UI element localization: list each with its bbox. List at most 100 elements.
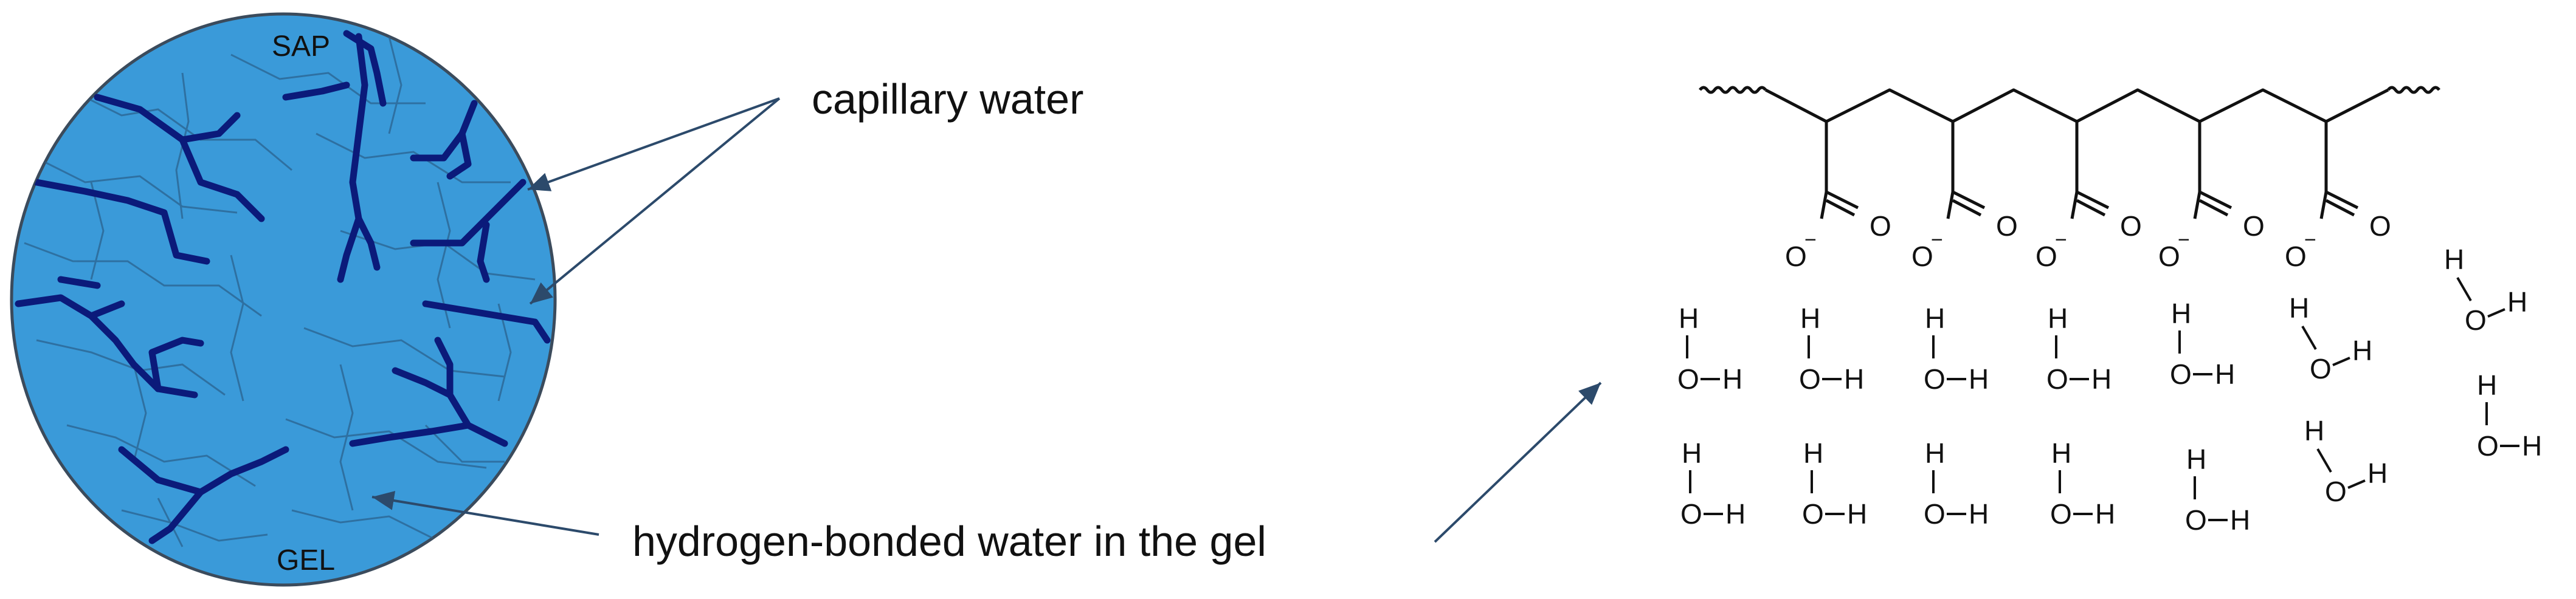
water-oxygen: O bbox=[1924, 363, 1946, 395]
water-hydrogen: H bbox=[2048, 303, 2068, 334]
capillary-channel bbox=[33, 179, 210, 265]
water-oxygen: O bbox=[2046, 363, 2068, 395]
hydrogen-bond-arrow bbox=[371, 491, 599, 536]
water-hydrogen: H bbox=[2352, 335, 2372, 366]
water-hydrogen: H bbox=[1847, 498, 1867, 530]
capillary-channel bbox=[282, 81, 350, 101]
sap-particle: SAP GEL bbox=[10, 12, 557, 587]
carboxylate-atoms: O O − O O − O O − O O − O O − bbox=[1785, 210, 2391, 272]
water-oxygen: O bbox=[2465, 304, 2487, 336]
water-hydrogen: H bbox=[2289, 292, 2309, 324]
water-oxygen: O bbox=[2050, 498, 2072, 530]
capillary-channel bbox=[355, 215, 381, 271]
water-oxygen: O bbox=[1924, 498, 1946, 530]
water-hydrogen: H bbox=[1800, 303, 1820, 334]
water-hydrogen: H bbox=[2215, 358, 2235, 390]
water-hydrogen: H bbox=[2477, 369, 2497, 401]
capillary-channel bbox=[118, 446, 289, 496]
water-hydrogen: H bbox=[1925, 437, 1945, 469]
o-h-bond bbox=[2301, 325, 2317, 351]
carbonyl-oxygen: O bbox=[2369, 210, 2391, 242]
water-hydrogen: H bbox=[2367, 457, 2388, 489]
hydrogen-bonded-water-label: hydrogen-bonded water in the gel bbox=[632, 518, 1266, 565]
capillary-channel bbox=[446, 130, 472, 180]
sap-sphere bbox=[10, 12, 557, 587]
o-h-bond bbox=[2456, 276, 2472, 302]
water-hydrogen: H bbox=[1682, 437, 1702, 469]
water-oxygen: O bbox=[1799, 363, 1821, 395]
water-hydrogen: H bbox=[1722, 363, 1742, 395]
water-oxygen: O bbox=[2325, 476, 2347, 507]
o-h-bond bbox=[2347, 479, 2366, 489]
water-oxygen: O bbox=[2477, 430, 2499, 462]
water-hydrogen: H bbox=[1969, 363, 1989, 395]
water-hydrogen: H bbox=[2091, 363, 2112, 395]
o-h-bond bbox=[2487, 308, 2505, 318]
capillary-channel bbox=[88, 300, 125, 320]
capillary-channel bbox=[434, 337, 454, 399]
negative-charge: − bbox=[2304, 228, 2316, 252]
carboxylate-group bbox=[1820, 122, 1859, 219]
carbonyl-oxygen: O bbox=[2243, 210, 2265, 242]
polymer-backbone bbox=[1764, 88, 2389, 123]
chain-wavy-end-left bbox=[1699, 86, 1767, 94]
water-oxygen: O bbox=[1677, 363, 1699, 395]
water-hydrogen: H bbox=[1969, 498, 1989, 530]
water-hydrogen: H bbox=[1803, 437, 1823, 469]
negative-charge: − bbox=[1931, 228, 1943, 252]
capillary-arrow-lower bbox=[529, 97, 781, 305]
capillary-channel bbox=[422, 300, 551, 344]
carbonyl-oxygen: O bbox=[1996, 210, 2018, 242]
gel-label: GEL bbox=[277, 544, 335, 577]
chain-wavy-end-right bbox=[2387, 86, 2440, 94]
water-hydrogen: H bbox=[2095, 498, 2115, 530]
capillary-channel bbox=[148, 488, 204, 544]
carboxylate-groups bbox=[1820, 122, 2359, 219]
water-hydrogen: H bbox=[1844, 363, 1864, 395]
water-hydrogen: H bbox=[1725, 498, 1746, 530]
capillary-channel bbox=[410, 100, 478, 162]
carboxylate-group bbox=[2070, 122, 2110, 219]
water-hydrogen: H bbox=[2171, 298, 2191, 329]
water-hydrogen: H bbox=[2507, 286, 2527, 318]
o-h-bond bbox=[2316, 448, 2332, 473]
carboxylate-group bbox=[2319, 122, 2359, 219]
molecular-zoom-arrow bbox=[1434, 382, 1602, 543]
water-hydrogen: H bbox=[1925, 303, 1945, 334]
water-oxygen: O bbox=[2310, 353, 2332, 385]
anionic-oxygen: O bbox=[2158, 241, 2180, 272]
capillary-arrow-upper bbox=[527, 97, 780, 191]
capillary-channel bbox=[179, 112, 241, 143]
negative-charge: − bbox=[1804, 228, 1817, 252]
anionic-oxygen: O bbox=[1911, 241, 1933, 272]
water-oxygen: O bbox=[2185, 504, 2207, 536]
water-oxygen: O bbox=[1802, 498, 1824, 530]
capillary-channel bbox=[337, 33, 368, 283]
o-h-bond bbox=[2332, 357, 2350, 366]
water-oxygen: O bbox=[2170, 358, 2192, 390]
anionic-oxygen: O bbox=[1785, 241, 1807, 272]
capillary-channel bbox=[477, 221, 490, 283]
water-hydrogen: H bbox=[2230, 504, 2250, 536]
carboxylate-group bbox=[2193, 122, 2232, 219]
capillary-channel bbox=[57, 276, 101, 289]
negative-charge: − bbox=[2055, 228, 2067, 252]
water-hydrogen: H bbox=[2444, 244, 2464, 275]
water-oxygen: O bbox=[1680, 498, 1702, 530]
capillary-channel bbox=[148, 337, 204, 392]
water-hydrogen: H bbox=[1679, 303, 1699, 334]
capillary-channel bbox=[410, 179, 527, 247]
capillary-channel bbox=[94, 94, 265, 222]
capillary-channels bbox=[15, 30, 551, 544]
capillary-channel bbox=[349, 422, 472, 447]
water-hydrogen: H bbox=[2186, 443, 2206, 475]
water-hydrogen: H bbox=[2304, 415, 2324, 447]
capillary-water-label: capillary water bbox=[812, 75, 1083, 123]
carboxylate-group bbox=[1946, 122, 1986, 219]
water-hydrogen: H bbox=[2051, 437, 2071, 469]
anionic-oxygen: O bbox=[2036, 241, 2057, 272]
anionic-oxygen: O bbox=[2285, 241, 2307, 272]
water-hydrogen: H bbox=[2522, 430, 2542, 462]
